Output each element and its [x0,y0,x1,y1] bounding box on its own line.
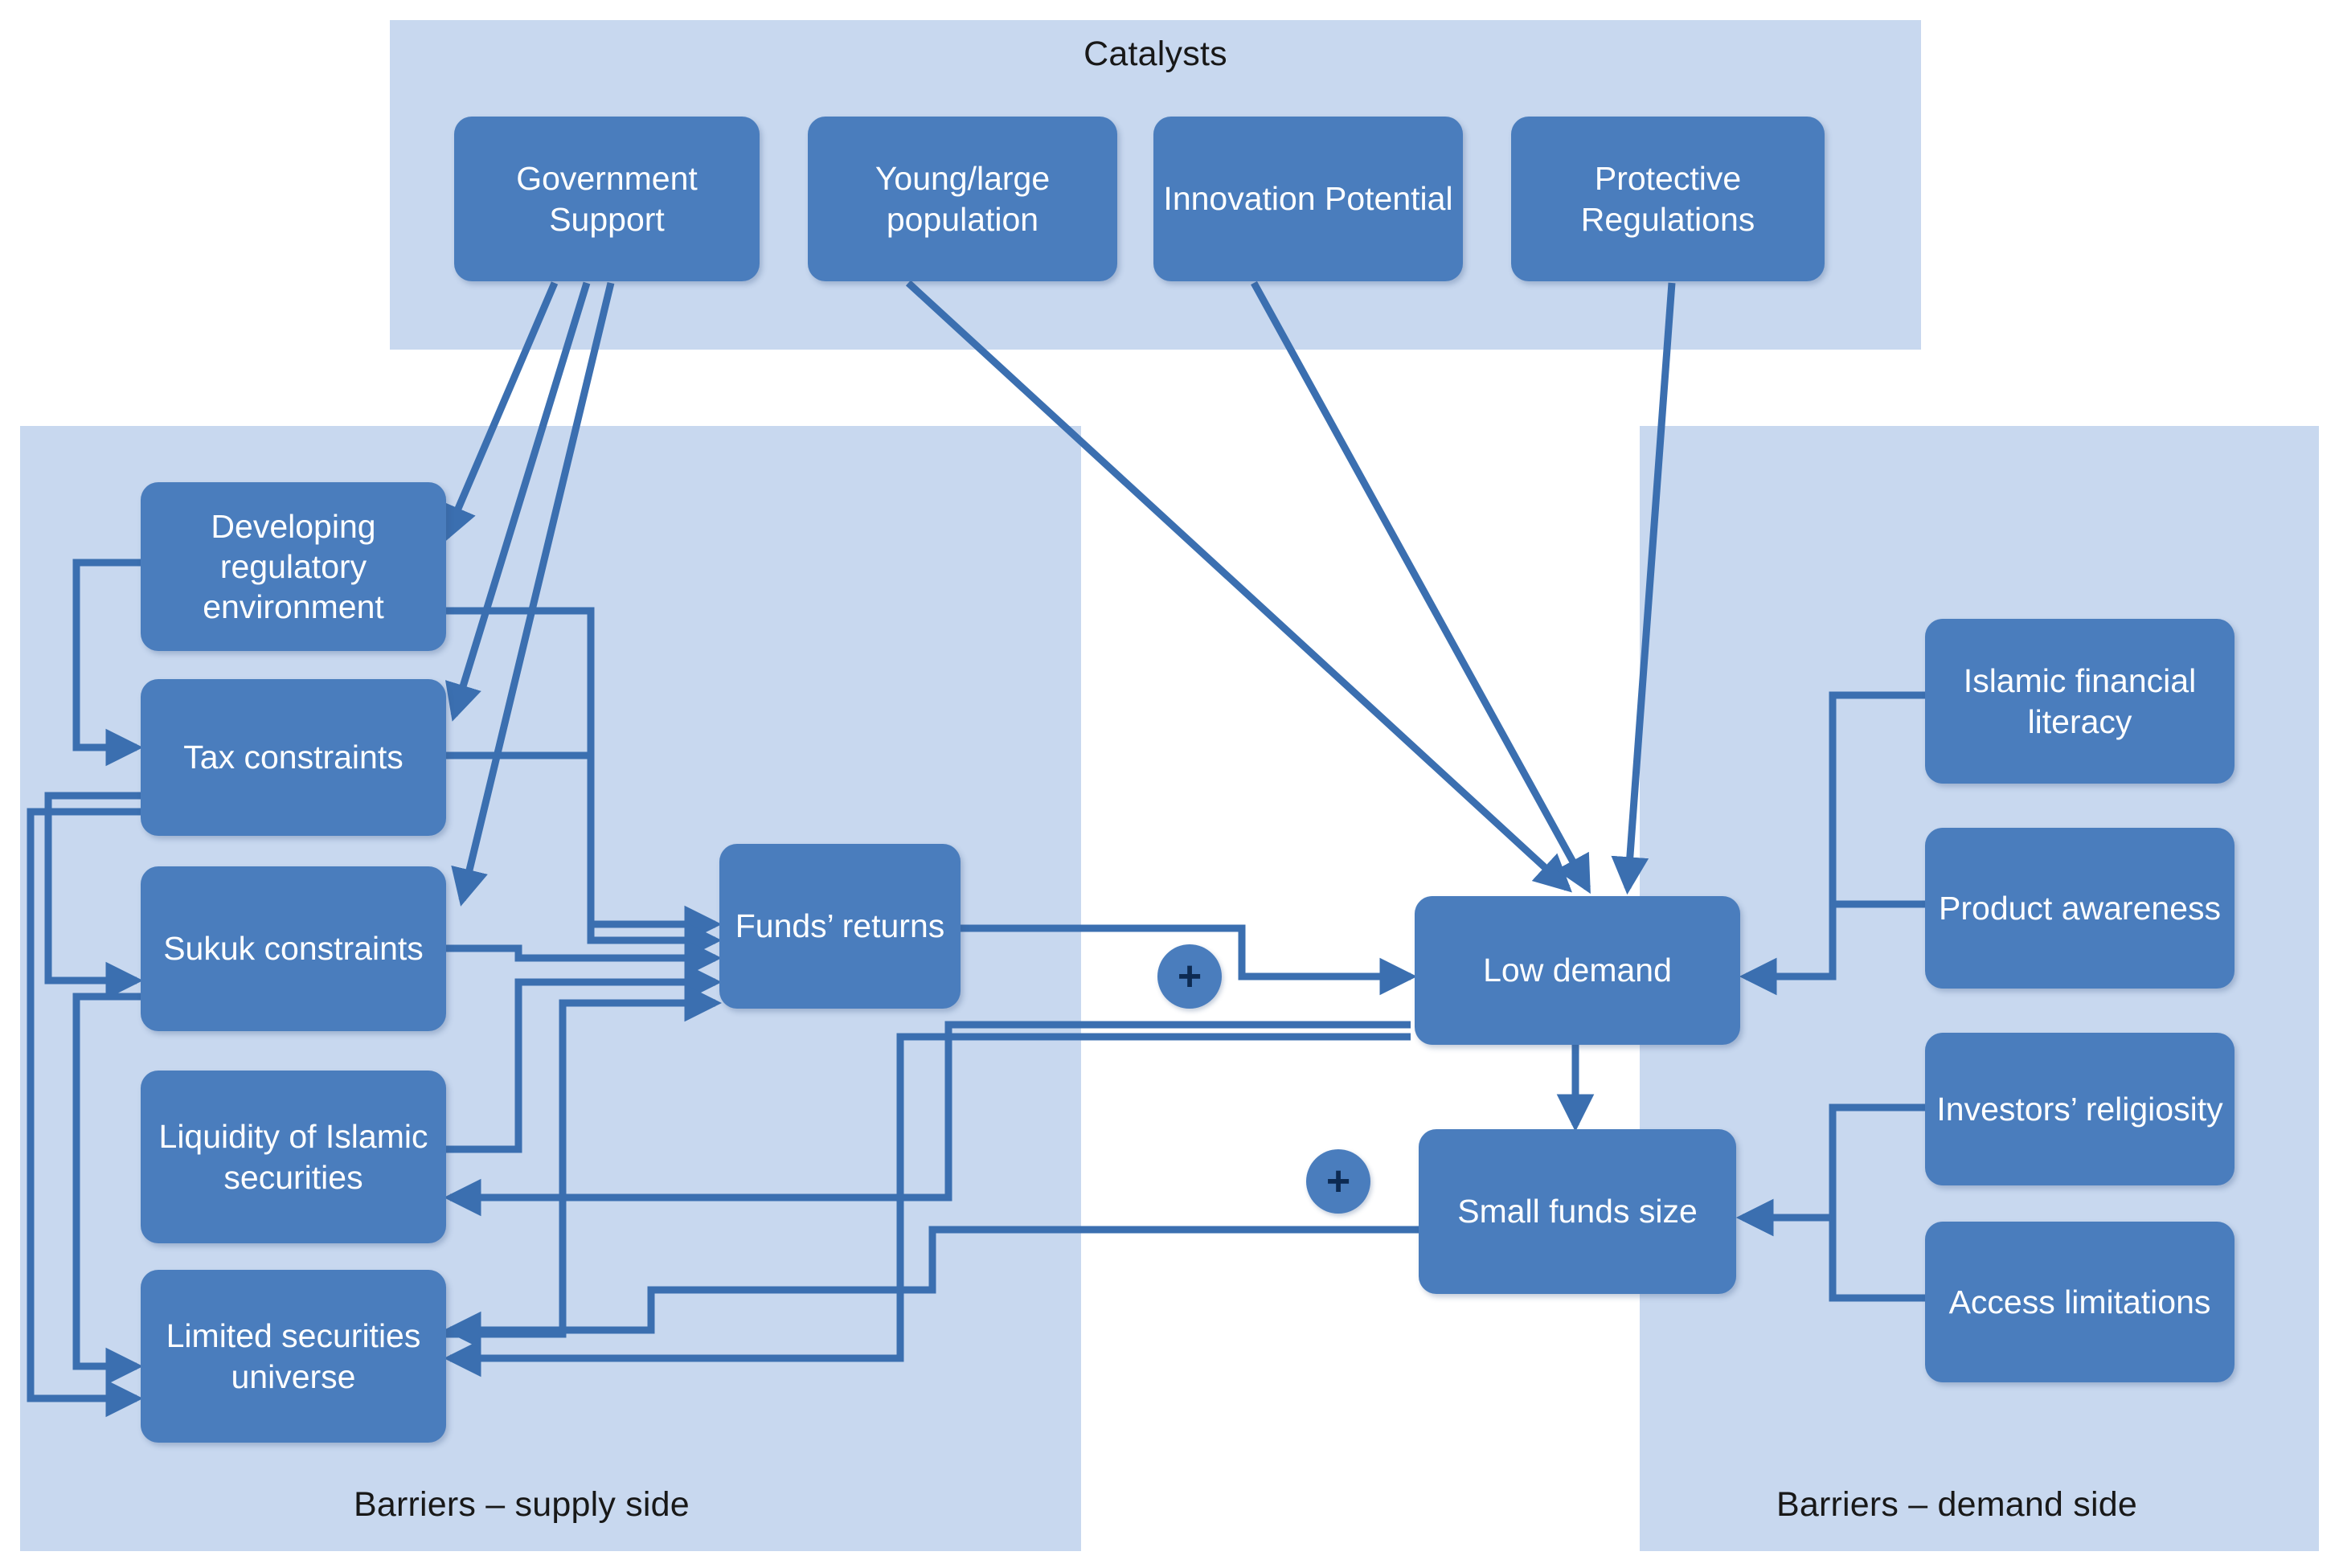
node-label: Young/large population [875,160,1051,238]
node-label: Tax constraints [183,739,403,776]
node-label: Limited securities universe [166,1317,421,1395]
panel-barriers-demand-side [1640,426,2319,1551]
node-low-demand[interactable]: Low demand [1415,896,1740,1045]
node-label: Developing regulatory environment [203,507,384,625]
node-funds-returns[interactable]: Funds’ returns [719,844,961,1009]
plus-glyph: + [1325,1158,1351,1205]
node-tax-constraints[interactable]: Tax constraints [141,679,446,836]
panel-title-supply-side: Barriers – supply side [354,1485,690,1524]
node-label: Funds’ returns [735,907,945,945]
node-label: Sukuk constraints [163,930,424,968]
marker-plus-low-demand-to-small-funds: + [1306,1149,1370,1214]
node-label: Liquidity of Islamic securities [158,1118,428,1196]
node-label: Access limitations [1948,1283,2211,1320]
panel-title-demand-side: Barriers – demand side [1776,1485,2137,1524]
marker-plus-funds-returns-to-low-demand: + [1157,944,1222,1009]
node-product-awareness[interactable]: Product awareness [1925,828,2235,989]
node-label: Islamic financial literacy [1963,662,2197,740]
node-protective-regulations[interactable]: Protective Regulations [1511,117,1825,281]
node-sukuk-constraints[interactable]: Sukuk constraints [141,866,446,1031]
node-islamic-financial-literacy[interactable]: Islamic financial literacy [1925,619,2235,784]
node-access-limitations[interactable]: Access limitations [1925,1222,2235,1382]
node-label: Product awareness [1939,889,2221,927]
panel-title-catalysts: Catalysts [1083,35,1227,73]
node-investors-religiosity[interactable]: Investors’ religiosity [1925,1033,2235,1185]
node-label: Government Support [516,160,698,238]
plus-glyph: + [1177,953,1202,1000]
node-young-large-population[interactable]: Young/large population [808,117,1117,281]
node-label: Low demand [1483,952,1672,989]
node-label: Innovation Potential [1163,180,1453,218]
node-label: Investors’ religiosity [1936,1090,2223,1128]
node-limited-securities-universe[interactable]: Limited securities universe [141,1270,446,1443]
link-innovation-potential-to-low-demand [1251,280,1591,895]
node-label: Small funds size [1457,1193,1698,1230]
node-developing-regulatory-environment[interactable]: Developing regulatory environment [141,482,446,651]
node-small-funds-size[interactable]: Small funds size [1419,1129,1736,1294]
node-liquidity-of-islamic-securities[interactable]: Liquidity of Islamic securities [141,1071,446,1243]
node-label: Protective Regulations [1580,160,1755,238]
node-government-support[interactable]: Government Support [454,117,760,281]
node-innovation-potential[interactable]: Innovation Potential [1153,117,1463,281]
